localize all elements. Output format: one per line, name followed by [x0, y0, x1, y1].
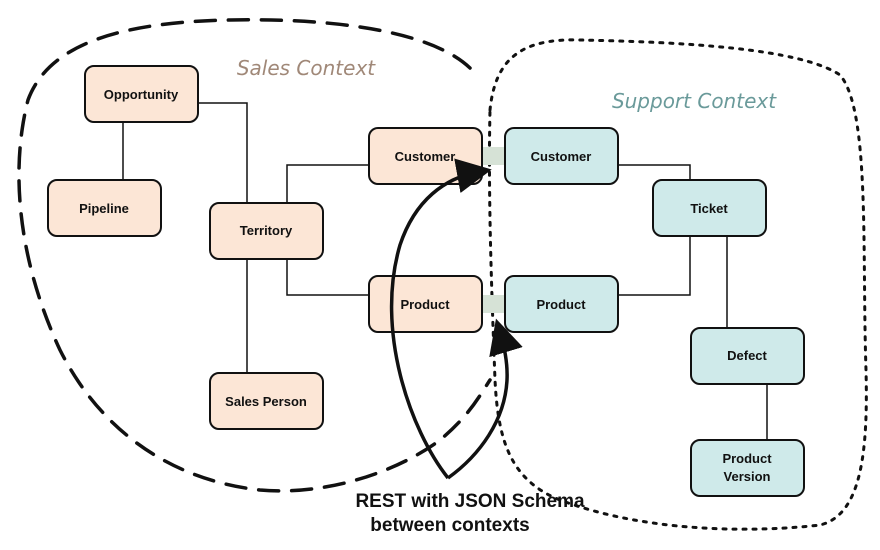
node-product-version[interactable]: Product Version [690, 439, 805, 497]
node-support-product-label: Product [536, 297, 586, 312]
caption-line-2: between contexts [370, 515, 529, 536]
node-sales-product-label: Product [400, 297, 450, 312]
node-defect-label: Defect [727, 348, 767, 363]
node-support-product[interactable]: Product [504, 275, 619, 333]
line-opportunity-territory [198, 102, 248, 203]
node-ticket-label: Ticket [690, 201, 728, 216]
node-sales-person[interactable]: Sales Person [209, 372, 324, 430]
node-sales-customer-label: Customer [395, 149, 456, 164]
node-defect[interactable]: Defect [690, 327, 805, 385]
node-territory[interactable]: Territory [209, 202, 324, 260]
node-opportunity-label: Opportunity [104, 87, 179, 102]
line-territory-product [286, 259, 369, 296]
support-context-boundary [487, 38, 868, 531]
node-pipeline[interactable]: Pipeline [47, 179, 162, 237]
node-ticket[interactable]: Ticket [652, 179, 767, 237]
node-sales-person-label: Sales Person [225, 394, 307, 409]
line-customer-ticket [618, 164, 691, 180]
arrow-to-product [446, 318, 523, 480]
node-pipeline-label: Pipeline [79, 201, 129, 216]
node-support-customer[interactable]: Customer [504, 127, 619, 185]
support-context-label: Support Context [612, 89, 777, 113]
line-product-ticket [618, 236, 691, 296]
node-sales-product[interactable]: Product [368, 275, 483, 333]
node-support-customer-label: Customer [531, 149, 592, 164]
node-opportunity[interactable]: Opportunity [84, 65, 199, 123]
node-product-version-label-line2: Version [724, 469, 771, 484]
sales-context-boundary [17, 18, 492, 493]
sales-context-label: Sales Context [237, 56, 376, 80]
connector-lines [122, 102, 768, 440]
node-product-version-label-line1: Product [722, 451, 772, 466]
line-territory-customer [286, 164, 369, 203]
customer-context-bridge [482, 147, 506, 165]
node-territory-label: Territory [240, 223, 293, 238]
caption-line-1: REST with JSON Schema [355, 491, 585, 512]
product-context-bridge [482, 295, 506, 313]
node-sales-customer[interactable]: Customer [368, 127, 483, 185]
arrow-to-customer [389, 158, 492, 480]
